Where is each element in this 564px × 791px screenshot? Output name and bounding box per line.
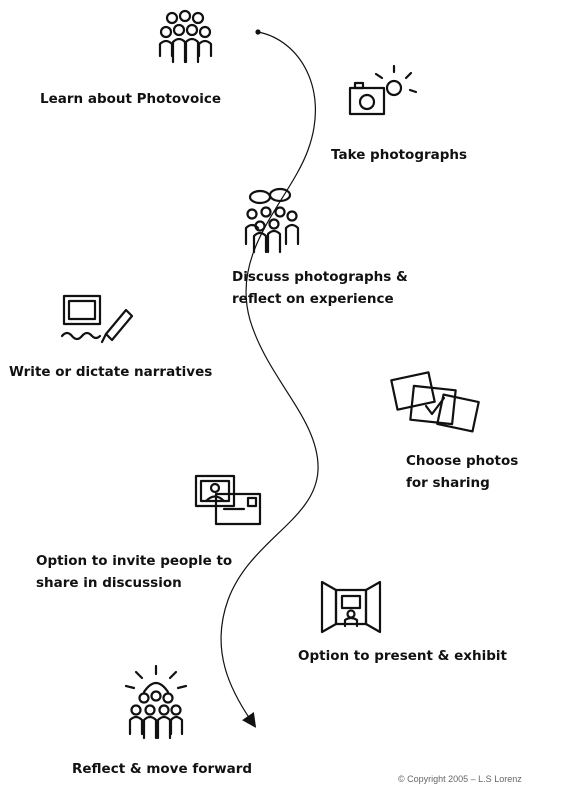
group-sunburst-icon (124, 664, 188, 740)
step-choose-label-line1: Choose photos (406, 453, 519, 469)
writing-icon (60, 294, 134, 344)
step-discuss-label-line2: reflect on experience (232, 291, 394, 307)
step-take-photos-label: Take photographs (331, 147, 468, 163)
discussion-group-icon (244, 187, 300, 254)
step-invite-label-line2: share in discussion (36, 575, 182, 591)
exhibit-icon (320, 580, 382, 634)
step-learn-label: Learn about Photovoice (40, 91, 222, 107)
step-invite-label-line1: Option to invite people to (36, 553, 233, 569)
step-present-label: Option to present & exhibit (298, 648, 507, 664)
step-write-label: Write or dictate narratives (9, 364, 213, 380)
invitation-icon (194, 474, 262, 526)
step-reflect-label: Reflect & move forward (72, 761, 253, 777)
group-icon (158, 9, 213, 64)
winding-path (220, 31, 319, 728)
copyright-notice: © Copyright 2005 – L.S Lorenz (398, 774, 522, 784)
step-discuss-label-line1: Discuss photographs & (232, 269, 408, 285)
camera-icon (348, 64, 418, 116)
photo-selection-icon (390, 371, 480, 433)
step-choose-label-line2: for sharing (406, 475, 490, 491)
